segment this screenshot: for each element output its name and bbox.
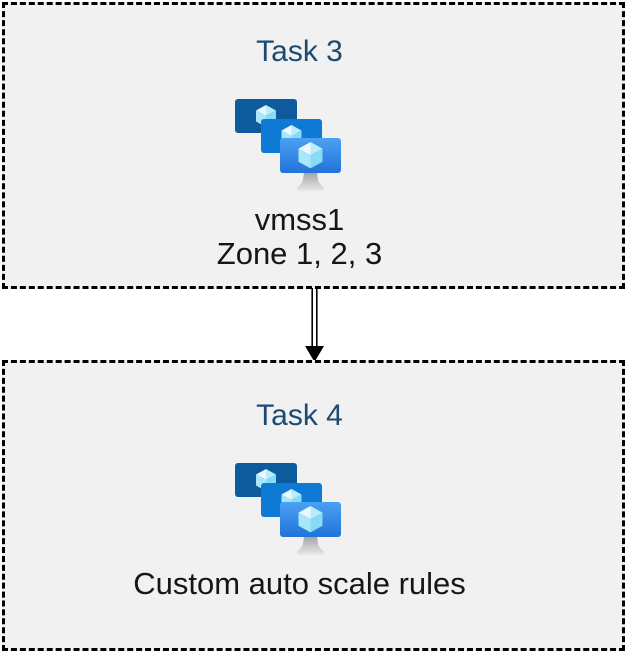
task4-title: Task 4	[256, 399, 343, 432]
monitor-stand	[296, 173, 324, 191]
arrowhead	[305, 346, 324, 362]
down-arrow-connector	[305, 288, 324, 362]
vm-scale-sets-icon	[234, 99, 341, 191]
task4-box: Task 4 Custom auto scale rules	[2, 360, 625, 651]
monitor-stand	[296, 537, 324, 555]
task3-box: Task 3 vmss1 Zone 1, 2, 3	[2, 2, 625, 289]
task4-labels: Custom auto scale rules	[133, 567, 466, 601]
task3-title: Task 3	[256, 35, 343, 68]
task3-labels: vmss1 Zone 1, 2, 3	[217, 203, 382, 271]
zones-label: Zone 1, 2, 3	[216, 236, 383, 271]
vm-scale-sets-icon	[234, 463, 341, 555]
autoscale-rules-label: Custom auto scale rules	[133, 566, 466, 601]
vmss-name-label: vmss1	[254, 202, 345, 237]
